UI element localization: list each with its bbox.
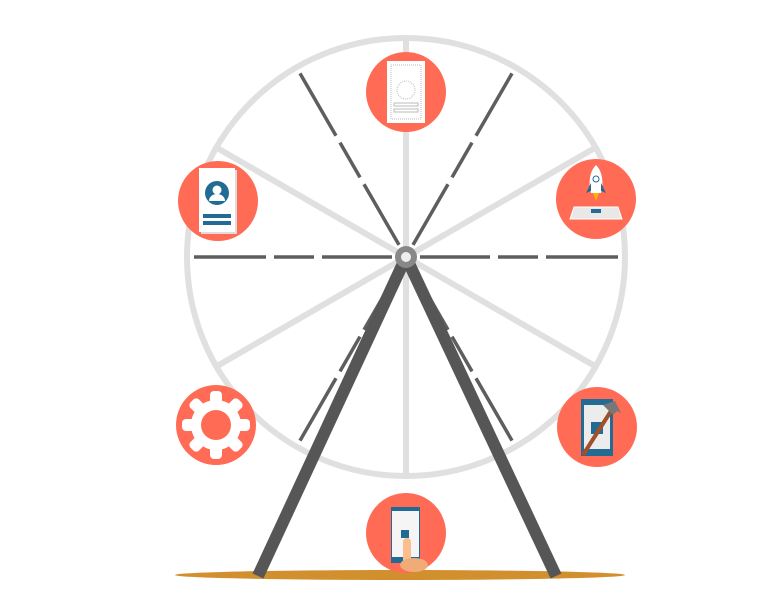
dark-spoke	[298, 72, 401, 246]
right-leg	[400, 254, 562, 579]
app-icon	[401, 530, 409, 538]
rocket-body	[589, 165, 603, 193]
phone-tap-finger-icon	[366, 493, 446, 573]
tablet-button	[591, 209, 601, 213]
light-spoke	[403, 144, 599, 260]
line	[393, 102, 419, 107]
gondolas	[176, 52, 637, 573]
hammer-handle	[581, 409, 613, 457]
hammer-head	[603, 401, 621, 415]
avatar-outline	[396, 80, 416, 100]
light-spoke	[213, 144, 409, 260]
left-leg	[252, 254, 412, 579]
hub-center	[401, 252, 411, 262]
phone-hammer-build-icon	[557, 387, 637, 467]
avatar-shoulders	[209, 194, 225, 201]
avatar-head	[212, 185, 222, 195]
line	[203, 214, 231, 218]
window	[592, 175, 600, 183]
wireframe-profile-document-icon	[366, 52, 446, 132]
hand	[400, 558, 428, 572]
dotted-frame	[390, 64, 422, 120]
profile-card-document-icon	[178, 161, 258, 241]
dark-spoke	[411, 72, 514, 246]
gear	[182, 391, 250, 459]
gear-settings-icon	[176, 385, 256, 465]
flame	[593, 193, 599, 201]
light-spoke	[403, 254, 599, 370]
light-spoke	[213, 254, 409, 370]
fin	[586, 183, 591, 193]
gear-hole	[201, 410, 231, 440]
rocket-launch-tablet-icon	[556, 159, 636, 239]
line	[203, 221, 231, 225]
fin	[601, 183, 606, 193]
wheel	[175, 35, 628, 580]
line	[393, 108, 419, 113]
ground	[175, 570, 625, 580]
document	[387, 61, 425, 123]
